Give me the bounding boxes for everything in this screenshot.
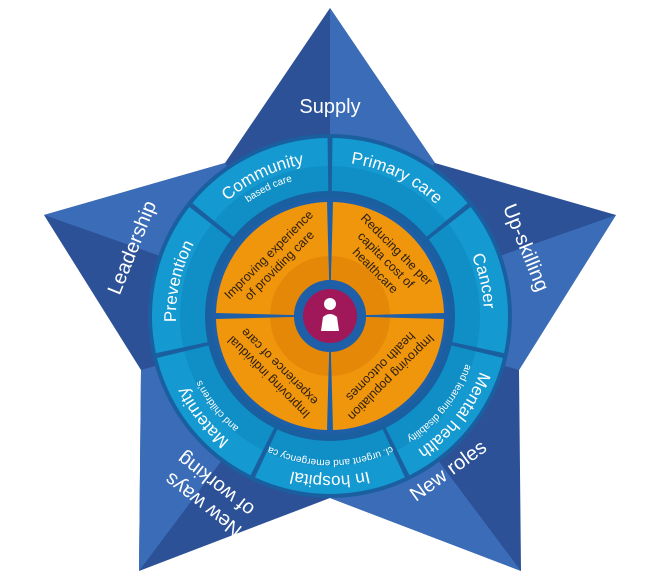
- center-hub: [303, 289, 357, 343]
- core-quadrant-shade: [270, 256, 330, 316]
- star-label-supply: Supply: [299, 96, 360, 118]
- person-icon: [321, 298, 339, 331]
- core-quadrant-shade: [330, 256, 390, 316]
- ring-segment-highlight: [332, 138, 468, 221]
- ring-segment-highlight: [152, 206, 212, 354]
- ring-segment-highlight: [157, 351, 264, 476]
- core-quadrant-shade: [330, 316, 390, 376]
- ring-segment-highlight: [396, 351, 503, 476]
- core-quadrant-shade: [270, 316, 330, 376]
- ring-segment-highlight: [192, 138, 328, 221]
- ring-segment-highlight: [255, 452, 405, 495]
- ring-segment-highlight: [448, 206, 509, 354]
